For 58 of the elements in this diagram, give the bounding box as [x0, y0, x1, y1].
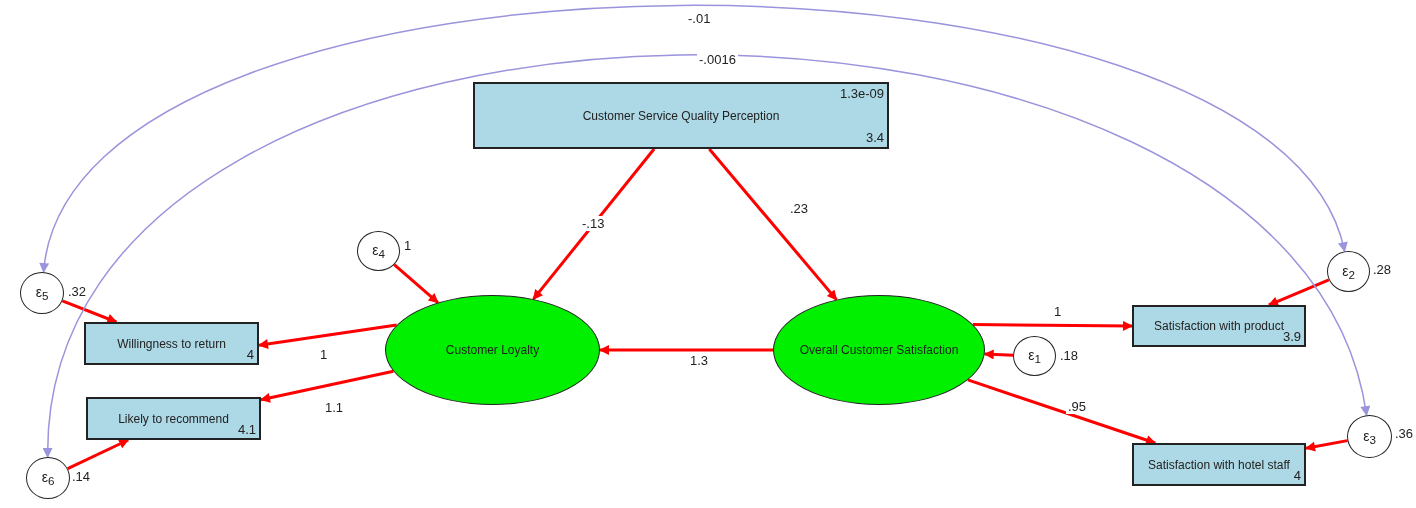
edge-label: -.0016	[697, 52, 738, 67]
variance-value: .18	[1060, 348, 1079, 363]
path-arrow	[599, 345, 773, 355]
estimate-value: 3.9	[1282, 329, 1301, 344]
error-term-circle	[1013, 336, 1056, 376]
variance-value: .36	[1395, 426, 1414, 441]
edge-label: -.13	[580, 216, 607, 231]
error-term-circle	[357, 231, 400, 271]
path-arrow	[983, 349, 1014, 360]
estimate-value: 4	[246, 347, 254, 362]
path-arrow	[967, 378, 1157, 445]
path-arrow	[258, 323, 397, 349]
error-term-label: ε$_{1}$	[1027, 346, 1042, 366]
edge-label: .23	[788, 201, 811, 216]
edge-label: .95	[1066, 399, 1089, 414]
variance-value: .14	[72, 469, 91, 484]
error-term-circle	[1327, 251, 1370, 292]
edge-label: 1	[1052, 304, 1064, 319]
variable-label: Customer Loyalty	[444, 343, 541, 357]
edge-label: 1.3	[688, 353, 711, 368]
estimate-value: 4	[1293, 468, 1301, 483]
error-term-label: ε$_{3}$	[1362, 427, 1377, 446]
error-term-label: ε$_{2}$	[1341, 262, 1356, 281]
variable-label: Likely to recommend	[117, 411, 230, 426]
path-arrow	[1305, 439, 1348, 452]
observed-variable-box	[1132, 305, 1306, 347]
variance-value: .32	[68, 284, 87, 299]
observed-variable-box	[1132, 443, 1306, 486]
variable-label: Willingness to return	[116, 336, 227, 351]
error-term-circle	[20, 272, 64, 314]
error-term-label: ε$_{6}$	[40, 468, 56, 488]
variance-value: 1	[404, 238, 412, 253]
estimate-value: 1.3e-09	[839, 86, 884, 101]
path-arrow	[67, 438, 130, 470]
error-term-circle	[1347, 415, 1392, 458]
error-term-label: ε$_{5}$	[34, 283, 50, 303]
error-term-circle	[26, 457, 70, 499]
observed-variable-box	[86, 397, 261, 440]
path-arrow	[532, 148, 656, 301]
path-arrow	[393, 263, 439, 304]
observed-variable-box	[84, 322, 259, 365]
variance-value: .28	[1373, 262, 1392, 277]
path-arrow	[1268, 278, 1330, 307]
path-arrow	[972, 320, 1133, 331]
estimate-value: 4.1	[237, 422, 256, 437]
variable-label: Satisfaction with hotel staff	[1147, 457, 1291, 472]
path-arrow	[260, 369, 394, 403]
variable-label: Overall Customer Satisfaction	[798, 343, 960, 357]
path-arrow	[61, 299, 118, 324]
error-term-label: ε$_{4}$	[371, 241, 386, 261]
variable-label: Customer Service Quality Perception	[581, 108, 781, 123]
edge-label: 1.1	[323, 400, 346, 415]
estimate-value: 3.4	[865, 130, 884, 145]
observed-variable-box	[473, 82, 889, 149]
variable-label: Satisfaction with product	[1152, 319, 1285, 333]
edge-label: 1	[318, 347, 330, 362]
edge-label: -.01	[686, 11, 713, 26]
path-arrow	[708, 148, 838, 301]
